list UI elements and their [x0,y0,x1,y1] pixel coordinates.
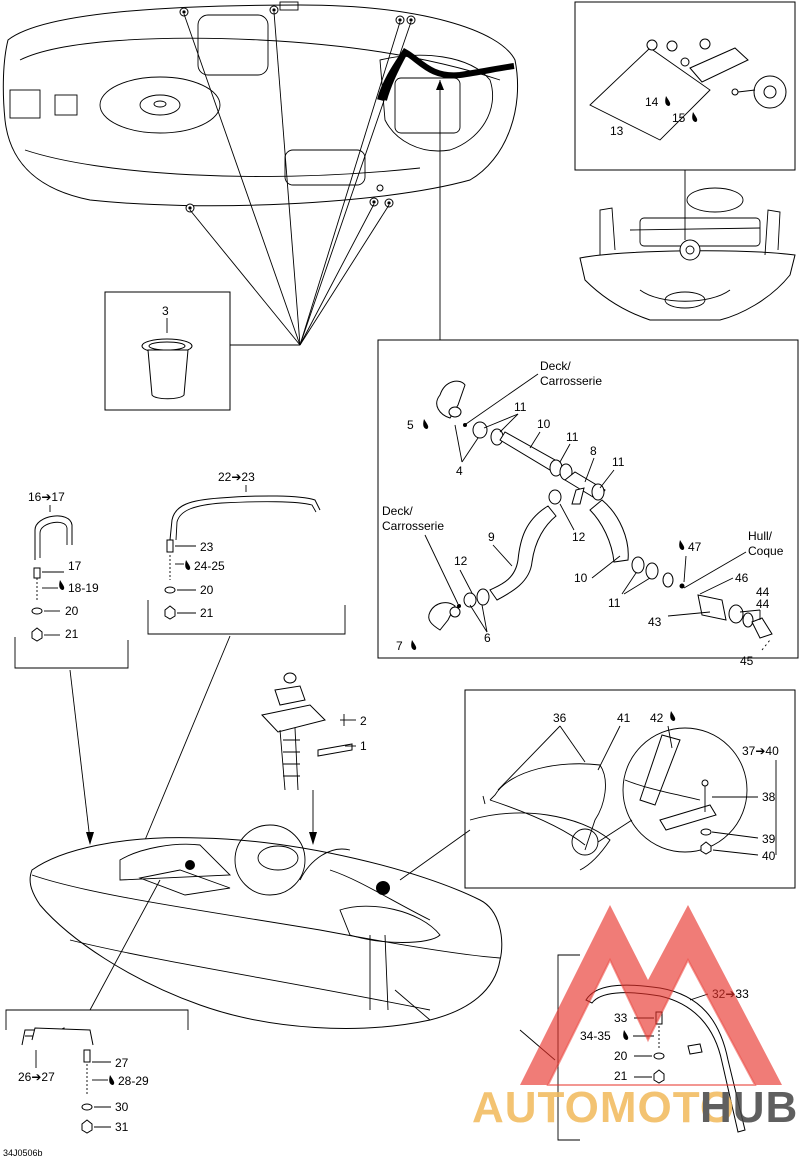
callout-16-17: 16➔17 [28,490,65,504]
callout-10b: 10 [574,571,588,585]
callout-27: 27 [115,1056,129,1070]
handle-22-25: 22➔23 23 24-25 20 21 [144,470,346,841]
callout-37-40: 37➔40 [742,744,779,758]
callout-20a: 20 [65,604,79,618]
callout-15: 15 [672,111,686,125]
callout-11d: 11 [608,596,621,610]
label-deck-left-2: Carrosserie [382,519,444,533]
callout-12b: 12 [572,530,586,544]
callout-24-25: 24-25 [194,559,225,573]
callout-11a: 11 [514,400,527,414]
callout-40: 40 [762,849,776,863]
callout-34-35: 34-35 [580,1029,611,1043]
callout-10: 10 [537,417,551,431]
callout-5: 5 [407,418,414,432]
label-hull-1: Hull/ [748,529,773,543]
callout-21b: 21 [200,606,214,620]
callout-33: 33 [614,1011,628,1025]
watermark-text-1: AUTOMOTO [472,1083,735,1132]
steering-box: 14 15 13 [574,1,796,240]
callout-2: 2 [360,714,367,728]
callout-21c: 21 [614,1069,628,1083]
handle-26-31: 26➔27 27 28-29 30 31 [5,1009,189,1134]
callout-22-23: 22➔23 [218,470,255,484]
callout-3: 3 [162,304,169,318]
callout-30: 30 [115,1100,129,1114]
callout-11c: 11 [612,455,625,469]
label-deck-left-1: Deck/ [382,504,413,518]
callout-9: 9 [488,530,495,544]
watermark-text-2: HUB [700,1083,798,1132]
callout-46: 46 [735,571,749,585]
callout-6: 6 [484,631,491,645]
diagram-code: 34J0506b [3,1148,43,1158]
callout-42: 42 [650,711,664,725]
callout-43: 43 [648,615,662,629]
callout-14: 14 [645,95,659,109]
callout-28-29: 28-29 [118,1074,149,1088]
rear-boat-view [579,187,796,321]
callout-36: 36 [553,711,567,725]
callout-12a: 12 [454,554,468,568]
label-hull-2: Coque [748,544,784,558]
callout-17: 17 [68,559,82,573]
callout-38: 38 [762,790,776,804]
callout-11b: 11 [566,430,579,444]
callout-20b: 20 [200,583,214,597]
callout-26-27: 26➔27 [18,1070,55,1084]
cup-holder-markers [179,5,416,213]
callout-41: 41 [617,711,631,725]
callout-18-19: 18-19 [68,581,99,595]
callout-47: 47 [688,540,702,554]
bimini-detail-box: 36 41 42 37➔40 38 39 40 [464,689,796,889]
callout-8: 8 [590,444,597,458]
deck-top-view [2,1,519,346]
label-deck-top-2: Carrosserie [540,374,602,388]
watermark-logo: AUTOMOTO HUB [472,905,798,1132]
handle-16-21: 16➔17 17 18-19 20 21 [14,490,129,845]
callout-23: 23 [200,540,214,554]
callout-20c: 20 [614,1049,628,1063]
drain-box: Deck/ Carrosserie 5 4 11 10 11 8 11 12 [377,339,799,668]
callout-13: 13 [610,124,624,138]
callout-21a: 21 [65,627,79,641]
callout-4: 4 [456,464,463,478]
callout-1: 1 [360,739,367,753]
callout-7: 7 [396,639,403,653]
callout-44a: 44 [756,585,770,599]
callout-31: 31 [115,1120,129,1134]
cup-holder-box: 3 [104,291,231,411]
throttle-1-2: 2 1 [261,672,367,845]
callout-39: 39 [762,832,776,846]
callout-44b: 44 [756,597,770,611]
callout-45: 45 [740,654,754,668]
main-boat [29,824,503,1029]
label-deck-top-1: Deck/ [540,359,571,373]
